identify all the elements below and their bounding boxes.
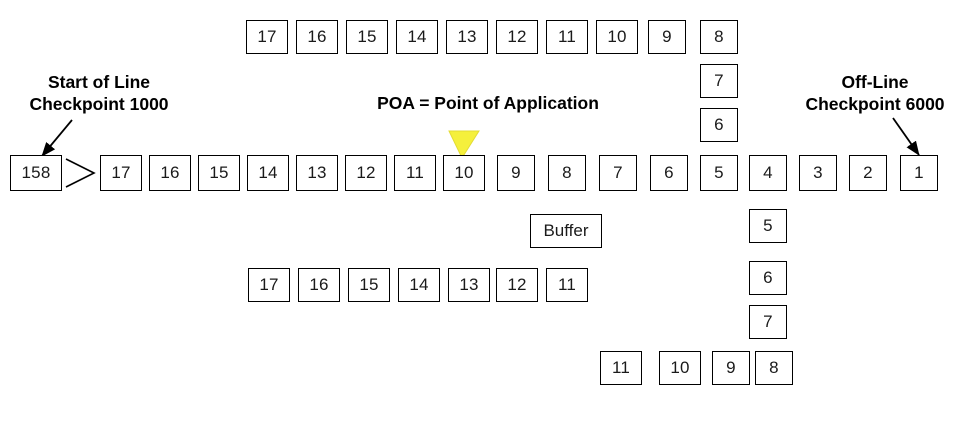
start-of-line-arrow	[41, 119, 73, 157]
main-line-cell[interactable]: 14	[247, 155, 289, 191]
top-row-cell[interactable]: 16	[296, 20, 338, 54]
bottom-row-cell[interactable]: 8	[755, 351, 793, 385]
third-row-cell[interactable]: 15	[348, 268, 390, 302]
top-row-cell[interactable]: 10	[596, 20, 638, 54]
main-line-cell[interactable]: 8	[548, 155, 586, 191]
label-start-of-line-line1: Start of Line	[47, 72, 151, 92]
third-row-cell[interactable]: 12	[496, 268, 538, 302]
bottom-row-cell[interactable]: 11	[600, 351, 642, 385]
top-row-cell[interactable]: 14	[396, 20, 438, 54]
right-lower-column-cell[interactable]: 5	[749, 209, 787, 243]
third-row-cell[interactable]: 17	[248, 268, 290, 302]
main-line-cell[interactable]: 9	[497, 155, 535, 191]
label-poa: POA = Point of Application	[377, 93, 599, 113]
main-line-cell[interactable]: 1	[900, 155, 938, 191]
main-line-cell-poa[interactable]: 10	[443, 155, 485, 191]
top-row-cell[interactable]: 11	[546, 20, 588, 54]
main-line-cell[interactable]: 4	[749, 155, 787, 191]
main-line-cell[interactable]: 5	[700, 155, 738, 191]
label-off-line-line2: Checkpoint 6000	[805, 93, 945, 114]
top-row-cell[interactable]: 9	[648, 20, 686, 54]
label-start-of-line: Start of Line Checkpoint 1000	[14, 72, 184, 116]
top-row-cell[interactable]: 15	[346, 20, 388, 54]
top-row-cell[interactable]: 8	[700, 20, 738, 54]
main-line-cell[interactable]: 3	[799, 155, 837, 191]
third-row-cell[interactable]: 14	[398, 268, 440, 302]
main-line-cell[interactable]: 16	[149, 155, 191, 191]
off-line-arrow	[892, 117, 920, 156]
poa-marker-triangle	[448, 130, 480, 160]
label-start-of-line-line2: Checkpoint 1000	[29, 93, 169, 114]
main-line-start-cell[interactable]: 158	[10, 155, 62, 191]
third-row-cell[interactable]: 13	[448, 268, 490, 302]
main-line-cell[interactable]: 2	[849, 155, 887, 191]
main-line-cell[interactable]: 15	[198, 155, 240, 191]
right-lower-column-cell[interactable]: 6	[749, 261, 787, 295]
top-row-cell[interactable]: 17	[246, 20, 288, 54]
buffer-box[interactable]: Buffer	[530, 214, 602, 248]
main-line-cell[interactable]: 13	[296, 155, 338, 191]
bottom-row-cell[interactable]: 9	[712, 351, 750, 385]
third-row-cell[interactable]: 11	[546, 268, 588, 302]
right-lower-column-cell[interactable]: 7	[749, 305, 787, 339]
main-line-cell[interactable]: 17	[100, 155, 142, 191]
main-line-cell[interactable]: 6	[650, 155, 688, 191]
main-line-cell[interactable]: 12	[345, 155, 387, 191]
top-row-cell[interactable]: 13	[446, 20, 488, 54]
right-upper-column-cell[interactable]: 6	[700, 108, 738, 142]
top-row-cell[interactable]: 12	[496, 20, 538, 54]
third-row-cell[interactable]: 16	[298, 268, 340, 302]
main-line-cell[interactable]: 11	[394, 155, 436, 191]
right-upper-column-cell[interactable]: 7	[700, 64, 738, 98]
bottom-row-cell[interactable]: 10	[659, 351, 701, 385]
main-line-cell[interactable]: 7	[599, 155, 637, 191]
label-off-line: Off-Line Checkpoint 6000	[795, 72, 955, 116]
flow-chevron-icon	[65, 158, 96, 188]
label-off-line-line1: Off-Line	[841, 72, 909, 92]
